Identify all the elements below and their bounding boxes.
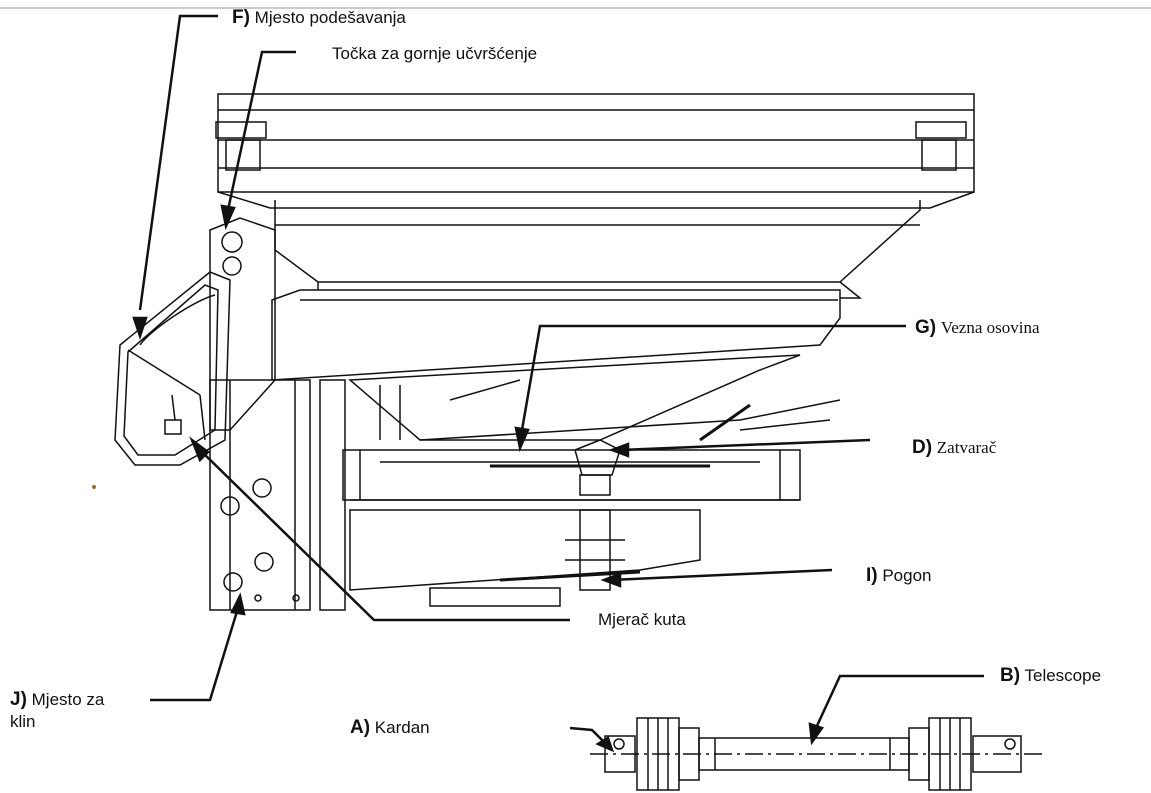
label-b: B) Telescope: [1000, 666, 1101, 686]
label-a: A) Kardan: [350, 718, 430, 738]
spinner-disc: [342, 439, 801, 607]
label-b-text: Telescope: [1024, 666, 1102, 685]
label-g: G) Vezna osovina: [915, 318, 1040, 338]
leader-g: [520, 324, 906, 431]
label-j-line-2: klin: [10, 712, 36, 731]
leader-top-mount: [226, 50, 296, 211]
label-top-mount: Točka za gornje učvršćenje: [332, 44, 538, 63]
mount-frame: [209, 217, 346, 611]
leader-f: [138, 14, 218, 311]
leader-b: [814, 674, 984, 729]
label-f-letter: F): [232, 7, 250, 28]
label-b-letter: B): [1000, 665, 1021, 686]
label-j: J) Mjesto za: [10, 690, 104, 710]
label-j-text-1: Mjesto za: [31, 690, 105, 709]
label-f: F) Mjesto podešavanja: [232, 8, 406, 28]
stray-dot: [92, 485, 96, 489]
leader-j: [150, 607, 240, 702]
hopper-lower: [271, 289, 841, 442]
adjustment-quadrant: [114, 271, 231, 466]
leader-a: [569, 726, 607, 745]
label-i-letter: I): [866, 565, 878, 586]
label-angle-gauge: Mjerač kuta: [598, 610, 686, 629]
leader-d: [619, 438, 871, 452]
label-g-text: Vezna osovina: [940, 318, 1040, 337]
leader-lines: [132, 14, 984, 753]
label-a-text: Kardan: [374, 718, 430, 737]
label-j-letter: J): [10, 689, 27, 710]
label-g-letter: G): [915, 317, 937, 338]
label-i: I) Pogon: [866, 566, 932, 586]
label-a-letter: A): [350, 717, 371, 738]
hopper: [215, 93, 975, 299]
leader-angle: [199, 449, 570, 622]
leader-i: [609, 568, 833, 582]
label-f-text: Mjesto podešavanja: [254, 8, 406, 27]
label-d: D) Zatvarač: [912, 438, 996, 458]
label-d-letter: D): [912, 437, 933, 458]
label-d-text: Zatvarač: [936, 438, 997, 457]
label-i-text: Pogon: [882, 566, 932, 585]
pto-shaft: [590, 717, 1045, 791]
